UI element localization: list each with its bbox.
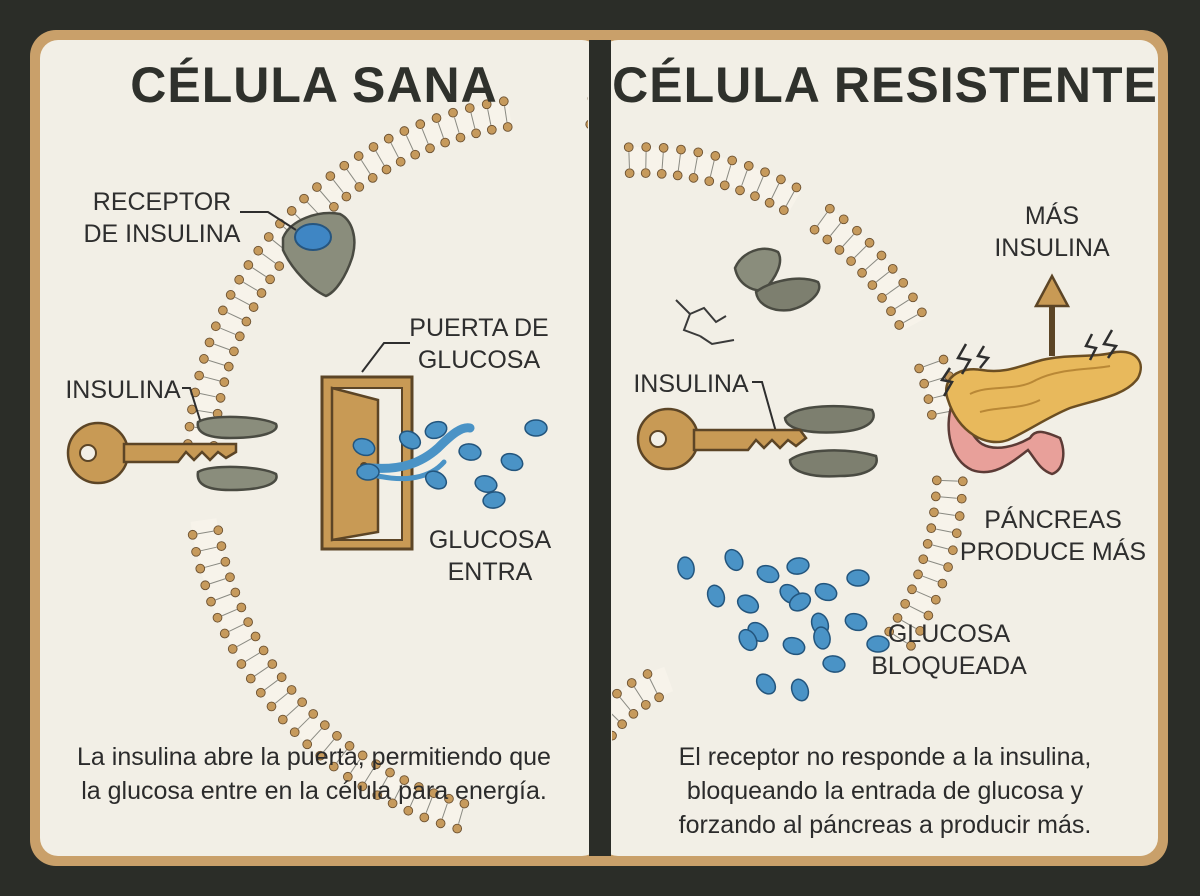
glucose-molecule — [866, 635, 890, 653]
pancreas-icon — [945, 350, 1142, 476]
left-panel-title: CÉLULA SANA — [130, 57, 498, 113]
receptor-label-line: RECEPTOR — [92, 188, 232, 216]
glucose-molecule — [474, 475, 498, 493]
glucose-molecule — [813, 626, 831, 650]
glucose-molecule — [724, 548, 744, 572]
insulin-key-icon — [66, 421, 238, 485]
glucose-molecule — [356, 463, 380, 481]
glucose-molecule — [790, 678, 810, 702]
glucose-molecule — [424, 470, 448, 490]
insulin-label: INSULINA — [65, 376, 181, 404]
door-pointer-line — [361, 342, 410, 373]
glucose-molecule — [756, 564, 780, 584]
right-caption: El receptor no responde a la insulina, b… — [612, 740, 1158, 842]
caption-line: El receptor no responde a la insulina, — [678, 743, 1092, 771]
blocked-channel-icon — [783, 404, 878, 478]
insulin-key-icon — [636, 407, 808, 471]
glucose-molecule — [677, 556, 695, 580]
arrow-up-icon — [1033, 273, 1071, 356]
open-channel-icon — [196, 415, 278, 492]
glucose-molecule — [706, 584, 726, 608]
pancreas-label-line: PRODUCE MÁS — [959, 538, 1147, 566]
panel-divider — [589, 40, 611, 856]
more-insulin-line: MÁS — [1024, 202, 1080, 230]
glucose-label-line: BLOQUEADA — [871, 652, 1027, 680]
glucose-molecule — [524, 419, 548, 437]
caption-line: forzando al páncreas a producir más. — [678, 811, 1092, 839]
glucose-stream — [375, 459, 447, 482]
glucose-molecule — [352, 437, 376, 457]
glucose-molecule — [814, 582, 838, 602]
pancreas-label: PÁNCREAS PRODUCE MÁS — [958, 504, 1148, 568]
glucose-molecule — [500, 452, 524, 472]
glucose-blocked-label: GLUCOSA BLOQUEADA — [864, 618, 1034, 682]
glucose-molecules — [352, 419, 548, 509]
insulin-label: INSULINA — [633, 370, 749, 398]
door-label-line: GLUCOSA — [417, 346, 541, 374]
glucose-molecule — [846, 569, 870, 587]
insulin-pointer-line — [752, 381, 777, 433]
caption-line: bloqueando la entrada de glucosa y — [686, 777, 1084, 805]
left-caption: La insulina abre la puerta, permitiendo … — [40, 740, 588, 808]
damaged-receptor-icon — [733, 247, 821, 312]
door-label: PUERTA DE GLUCOSA — [404, 312, 554, 376]
right-panel — [600, 40, 1158, 856]
glucose-molecule — [736, 594, 760, 614]
glucose-molecule — [788, 592, 812, 612]
glucose-enters-label: GLUCOSA ENTRA — [420, 524, 560, 588]
receptor-pointer-line — [240, 211, 297, 231]
glucose-label-line: ENTRA — [447, 558, 533, 586]
more-insulin-line: INSULINA — [994, 234, 1110, 262]
glucose-molecule — [482, 491, 506, 509]
glucose-label-line: GLUCOSA — [428, 526, 552, 554]
more-insulin-label: MÁS INSULINA — [980, 200, 1124, 264]
glucose-molecule — [782, 636, 806, 656]
glucose-label-line: GLUCOSA — [887, 620, 1011, 648]
blocked-glucose-molecules — [677, 548, 890, 702]
pancreas-label-line: PÁNCREAS — [984, 506, 1122, 534]
insulin-pointer-line — [182, 387, 201, 421]
glucose-molecule — [786, 557, 810, 575]
left-panel — [40, 40, 600, 856]
glucose-stream — [367, 423, 475, 473]
receptor-label-line: DE INSULINA — [83, 220, 241, 248]
glucose-molecule — [755, 673, 777, 695]
glucose-molecule — [738, 628, 758, 652]
receptor-label: RECEPTOR DE INSULINA — [82, 186, 242, 250]
glucose-molecule — [424, 420, 448, 440]
glucose-molecule — [844, 612, 868, 632]
membrane-crack-icon — [675, 299, 735, 346]
right-panel-title: CÉLULA RESISTENTE — [612, 57, 1158, 113]
lightning-icon — [939, 329, 1119, 397]
caption-line: La insulina abre la puerta, permitiendo … — [77, 743, 551, 771]
glucose-molecule — [822, 655, 846, 673]
door-label-line: PUERTA DE — [409, 314, 549, 342]
caption-line: la glucosa entre en la célula para energ… — [81, 777, 547, 805]
glucose-molecule — [458, 443, 482, 461]
resistant-cell-membrane — [612, 142, 968, 741]
glucose-molecule — [398, 430, 422, 450]
insulin-receptor-icon — [281, 211, 356, 298]
